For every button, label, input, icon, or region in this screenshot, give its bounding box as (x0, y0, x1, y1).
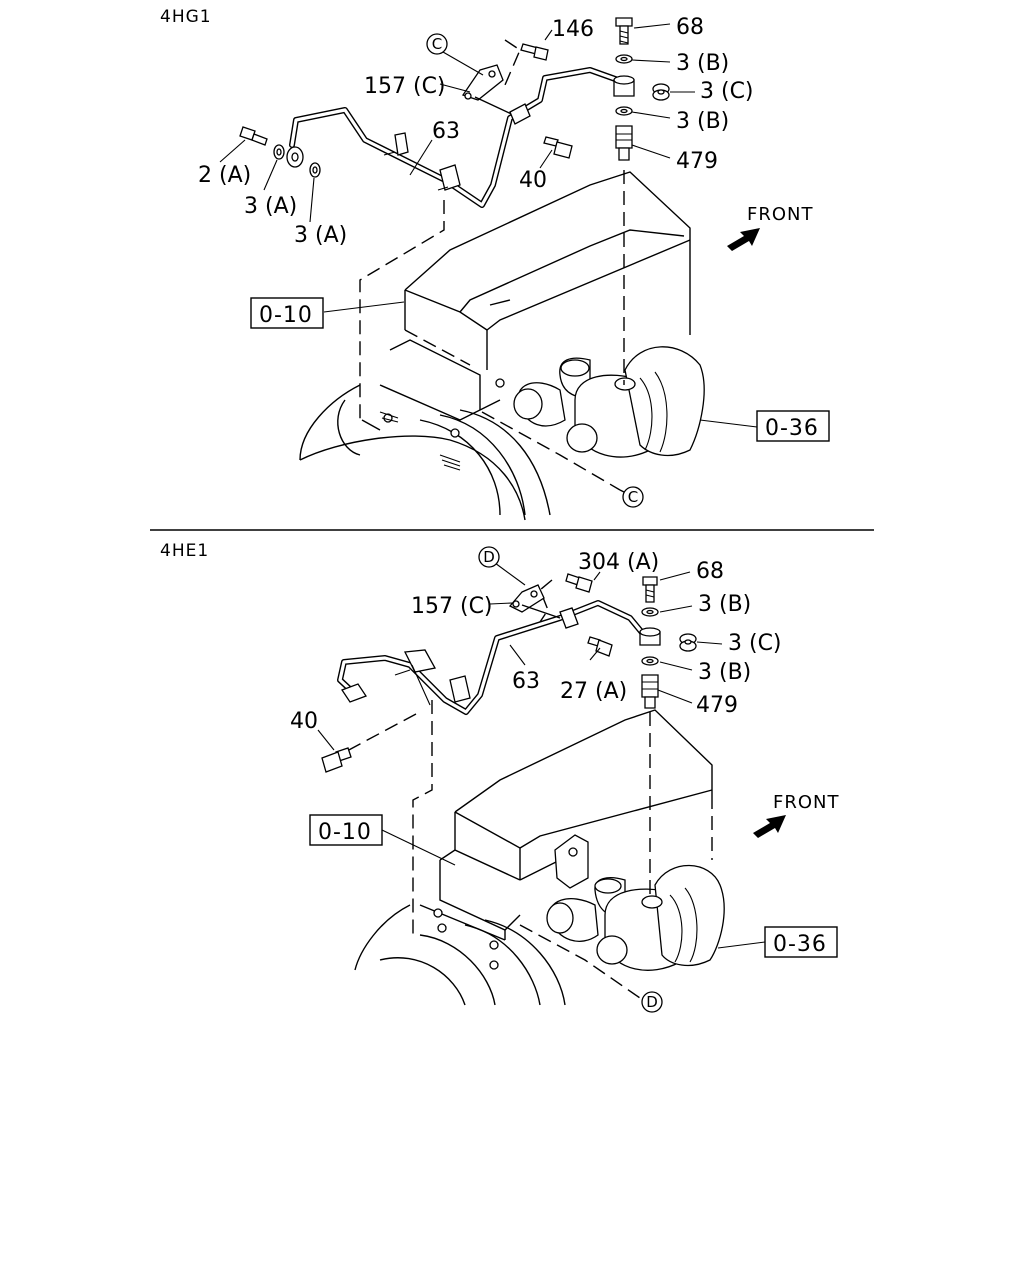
label-3c: 3 (C) (700, 79, 754, 104)
ref-box-0-36 (764, 926, 838, 958)
label-479: 479 (676, 149, 718, 174)
label-40: 40 (519, 168, 547, 193)
label-3a-2: 3 (A) (294, 223, 347, 248)
front-label-4hg1: FRONT (747, 204, 814, 225)
bolt-2a-4hg1 (239, 126, 268, 146)
washer-3c-4he1 (679, 633, 697, 652)
label-157c: 157 (C) (364, 74, 446, 99)
bolt-40-4hg1 (543, 136, 573, 159)
label-leaders-4he1 (317, 562, 766, 949)
front-arrow-icon (727, 228, 760, 251)
section-4he1: 4HE1 (160, 541, 840, 1013)
leader-lines-4hg1 (359, 39, 627, 494)
oil-pipe-63-4hg1 (286, 67, 621, 208)
label-479: 479 (696, 693, 738, 718)
callout-circle-top (426, 33, 448, 55)
label-157c: 157 (C) (411, 594, 493, 619)
label-27a: 27 (A) (560, 679, 627, 704)
label-3b-top: 3 (B) (698, 592, 751, 617)
leader-lines-4he1 (344, 579, 651, 999)
label-3b-bottom: 3 (B) (676, 109, 729, 134)
label-63: 63 (432, 119, 460, 144)
label-40: 40 (290, 709, 318, 734)
bolt-304a-4he1 (565, 573, 593, 593)
ref-0-10: 0-10 (259, 303, 313, 328)
bolt-146-4hg1 (520, 43, 549, 61)
label-3c: 3 (C) (728, 631, 782, 656)
callout-d-top: D (483, 548, 495, 566)
callout-circle-bottom (622, 486, 644, 508)
bolt-27a-4he1 (587, 636, 613, 657)
model-label-4he1: 4HE1 (160, 541, 209, 561)
front-arrow-icon (753, 815, 786, 838)
bolt-68-4hg1 (615, 17, 633, 45)
ref-0-36: 0-36 (773, 932, 827, 957)
model-label-4hg1: 4HG1 (160, 7, 212, 27)
ref-0-36: 0-36 (765, 416, 819, 441)
section-4hg1: 4HG1 (160, 7, 830, 521)
label-3b-top: 3 (B) (676, 51, 729, 76)
callout-circle-bottom (641, 991, 663, 1013)
engine-block-4hg1 (299, 171, 691, 521)
callout-c-bottom: C (628, 488, 638, 506)
bolt-68-4he1 (642, 576, 658, 603)
front-label-4he1: FRONT (773, 792, 840, 813)
engine-block-4he1 (354, 709, 713, 1006)
connector-479-4he1 (641, 674, 659, 709)
label-3b-bottom: 3 (B) (698, 660, 751, 685)
ref-box-0-10 (250, 297, 324, 329)
label-63: 63 (512, 669, 540, 694)
oil-pipe-63-4he1 (337, 600, 647, 715)
bolt-40-4he1 (321, 747, 352, 773)
label-68: 68 (676, 15, 704, 40)
connector-479-4hg1 (615, 125, 633, 161)
bracket-157c-4he1 (508, 584, 545, 613)
callout-circle-top (478, 546, 500, 568)
ref-box-0-36 (756, 410, 830, 442)
label-2a: 2 (A) (198, 163, 251, 188)
label-146: 146 (552, 17, 594, 42)
callout-d-bottom: D (646, 993, 658, 1011)
turbocharger-4he1 (546, 864, 725, 971)
label-3a-1: 3 (A) (244, 194, 297, 219)
ref-0-10: 0-10 (318, 820, 372, 845)
label-leaders-4hg1 (219, 23, 758, 428)
turbocharger-4hg1 (513, 346, 705, 458)
ref-box-0-10 (309, 814, 383, 846)
callout-c-top: C (432, 35, 442, 53)
label-304a: 304 (A) (578, 550, 659, 575)
washer-3c-4hg1 (652, 83, 670, 101)
label-68: 68 (696, 559, 724, 584)
